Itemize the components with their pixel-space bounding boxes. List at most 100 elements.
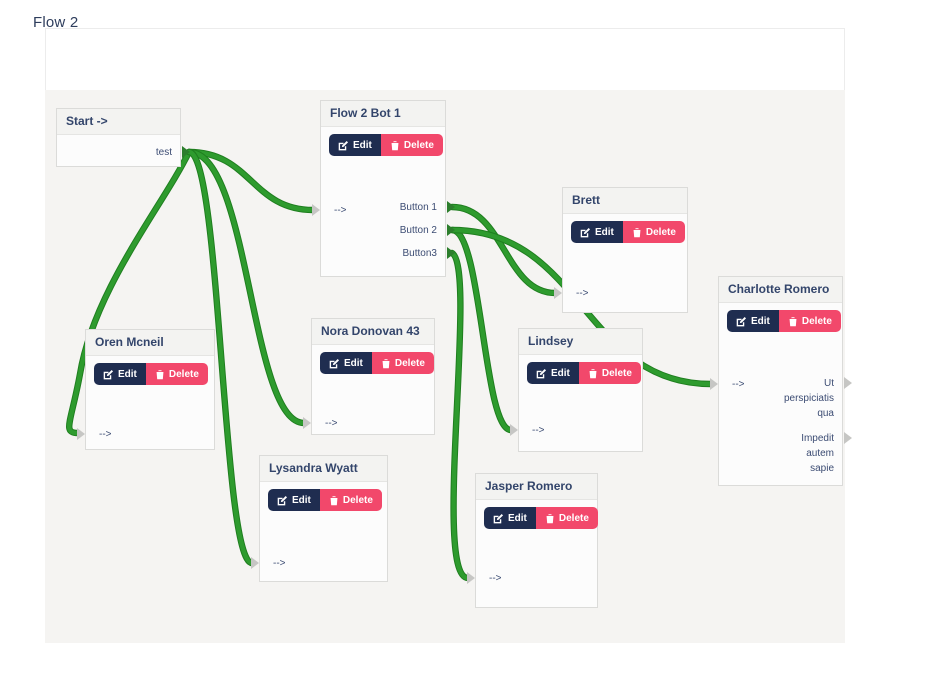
edit-button[interactable]: Edit — [329, 134, 381, 156]
node-actions: Edit Delete — [329, 134, 443, 156]
node-start[interactable]: Start ->test — [56, 108, 181, 167]
output-port-start[interactable] — [182, 146, 190, 158]
output-port-charlotte[interactable] — [844, 377, 852, 389]
delete-button-label: Delete — [645, 226, 676, 238]
delete-button-label: Delete — [403, 139, 434, 151]
edit-button-label: Edit — [595, 226, 614, 238]
delete-button[interactable]: Delete — [319, 489, 382, 511]
node-title: Nora Donovan 43 — [312, 319, 434, 345]
pencil-icon — [103, 369, 114, 380]
edit-button[interactable]: Edit — [527, 362, 579, 384]
input-port-lysandra[interactable] — [251, 557, 259, 569]
output-port-bot[interactable] — [447, 247, 455, 259]
edit-button-label: Edit — [344, 357, 363, 369]
input-label: --> — [334, 205, 347, 216]
delete-button-label: Delete — [801, 315, 832, 327]
node-actions: Edit Delete — [571, 221, 685, 243]
edit-button-label: Edit — [508, 512, 527, 524]
input-label: --> — [732, 379, 745, 390]
edit-button[interactable]: Edit — [571, 221, 623, 243]
node-title: Brett — [563, 188, 687, 214]
input-label: --> — [325, 418, 338, 429]
pencil-icon — [277, 495, 288, 506]
node-bot[interactable]: Flow 2 Bot 1 Edit Delete --> Button 1 Button … — [320, 100, 446, 277]
node-actions: Edit Delete — [484, 507, 598, 529]
node-actions: Edit Delete — [94, 363, 208, 385]
output-label: Button3 — [402, 248, 437, 259]
pencil-icon — [493, 513, 504, 524]
input-port-jasper[interactable] — [467, 572, 475, 584]
node-title: Jasper Romero — [476, 474, 597, 500]
delete-button[interactable]: Delete — [622, 221, 685, 243]
output-label: Button 2 — [399, 225, 437, 236]
node-nora[interactable]: Nora Donovan 43 Edit Delete --> — [311, 318, 435, 435]
input-port-brett[interactable] — [554, 287, 562, 299]
delete-button[interactable]: Delete — [145, 363, 208, 385]
node-actions: Edit Delete — [527, 362, 641, 384]
pencil-icon — [338, 140, 349, 151]
pencil-icon — [329, 358, 340, 369]
delete-button-label: Delete — [394, 357, 425, 369]
delete-button-label: Delete — [168, 368, 199, 380]
edit-button-label: Edit — [292, 494, 311, 506]
edit-button-label: Edit — [118, 368, 137, 380]
trash-icon — [588, 368, 598, 379]
edit-button[interactable]: Edit — [727, 310, 779, 332]
node-title: Flow 2 Bot 1 — [321, 101, 445, 127]
pencil-icon — [536, 368, 547, 379]
edit-button-label: Edit — [551, 367, 570, 379]
trash-icon — [390, 140, 400, 151]
delete-button[interactable]: Delete — [778, 310, 841, 332]
node-actions: Edit Delete — [268, 489, 382, 511]
edit-button[interactable]: Edit — [320, 352, 372, 374]
input-label: --> — [273, 558, 286, 569]
output-port-bot[interactable] — [447, 224, 455, 236]
trash-icon — [632, 227, 642, 238]
pencil-icon — [736, 316, 747, 327]
input-port-lindsey[interactable] — [510, 424, 518, 436]
input-port-charlotte[interactable] — [710, 378, 718, 390]
trash-icon — [545, 513, 555, 524]
output-port-bot[interactable] — [447, 201, 455, 213]
delete-button-label: Delete — [601, 367, 632, 379]
edit-button-label: Edit — [353, 139, 372, 151]
input-port-bot[interactable] — [312, 204, 320, 216]
input-label: --> — [576, 288, 589, 299]
input-label: --> — [532, 425, 545, 436]
input-port-oren[interactable] — [77, 428, 85, 440]
trash-icon — [788, 316, 798, 327]
output-port-charlotte[interactable] — [844, 432, 852, 444]
edit-button-label: Edit — [751, 315, 770, 327]
output-label: Button 1 — [399, 202, 437, 213]
edit-button[interactable]: Edit — [484, 507, 536, 529]
output-label: Ut perspiciatis qua — [783, 378, 834, 419]
node-actions: Edit Delete — [320, 352, 434, 374]
trash-icon — [155, 369, 165, 380]
node-title: Lindsey — [519, 329, 642, 355]
node-title: Start -> — [57, 109, 180, 135]
delete-button[interactable]: Delete — [380, 134, 443, 156]
edit-button[interactable]: Edit — [268, 489, 320, 511]
delete-button-label: Delete — [558, 512, 589, 524]
edit-button[interactable]: Edit — [94, 363, 146, 385]
node-title: Charlotte Romero — [719, 277, 842, 303]
trash-icon — [329, 495, 339, 506]
pencil-icon — [580, 227, 591, 238]
page-title: Flow 2 — [33, 14, 79, 31]
output-label: Impedit autem sapie — [801, 433, 834, 474]
input-label: --> — [99, 429, 112, 440]
input-port-nora[interactable] — [303, 417, 311, 429]
node-title: Lysandra Wyatt — [260, 456, 387, 482]
delete-button[interactable]: Delete — [535, 507, 598, 529]
delete-button[interactable]: Delete — [371, 352, 434, 374]
delete-button[interactable]: Delete — [578, 362, 641, 384]
delete-button-label: Delete — [342, 494, 373, 506]
trash-icon — [381, 358, 391, 369]
input-label: --> — [489, 573, 502, 584]
